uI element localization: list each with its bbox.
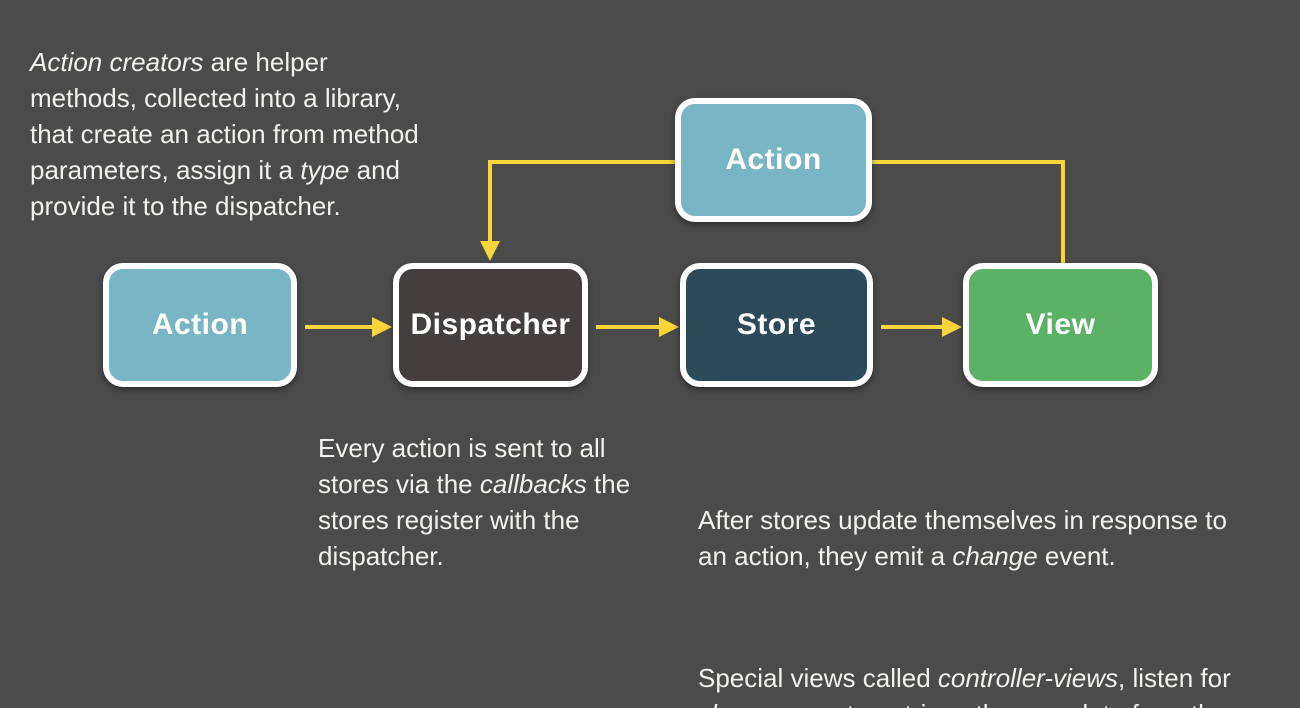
annotation-store-paragraph-2: Special views called controller-views, l… <box>698 663 1231 708</box>
node-action: Action <box>103 263 297 387</box>
node-dispatcher-label: Dispatcher <box>410 308 571 341</box>
node-view-label: View <box>1025 308 1096 341</box>
node-store-label: Store <box>736 308 817 341</box>
node-action-top-label: Action <box>725 143 822 176</box>
node-action-top: Action <box>675 98 872 222</box>
arrow-action-top-to-dispatcher <box>480 160 675 261</box>
node-view: View <box>963 263 1158 387</box>
node-dispatcher: Dispatcher <box>393 263 588 387</box>
annotation-store-paragraph-1: After stores update themselves in respon… <box>698 505 1227 571</box>
node-store: Store <box>680 263 873 387</box>
annotation-dispatcher: Every action is sent to all stores via t… <box>318 433 631 571</box>
line-view-to-action <box>872 160 1065 263</box>
annotation-action-creators: Action creators are helper methods, coll… <box>30 47 419 221</box>
arrow-dispatcher-to-store <box>596 317 679 337</box>
annotation-store-view: After stores update themselves in respon… <box>698 430 1283 708</box>
arrow-action-to-dispatcher <box>305 317 392 337</box>
node-action-label: Action <box>151 308 249 341</box>
arrow-store-to-view <box>881 317 962 337</box>
